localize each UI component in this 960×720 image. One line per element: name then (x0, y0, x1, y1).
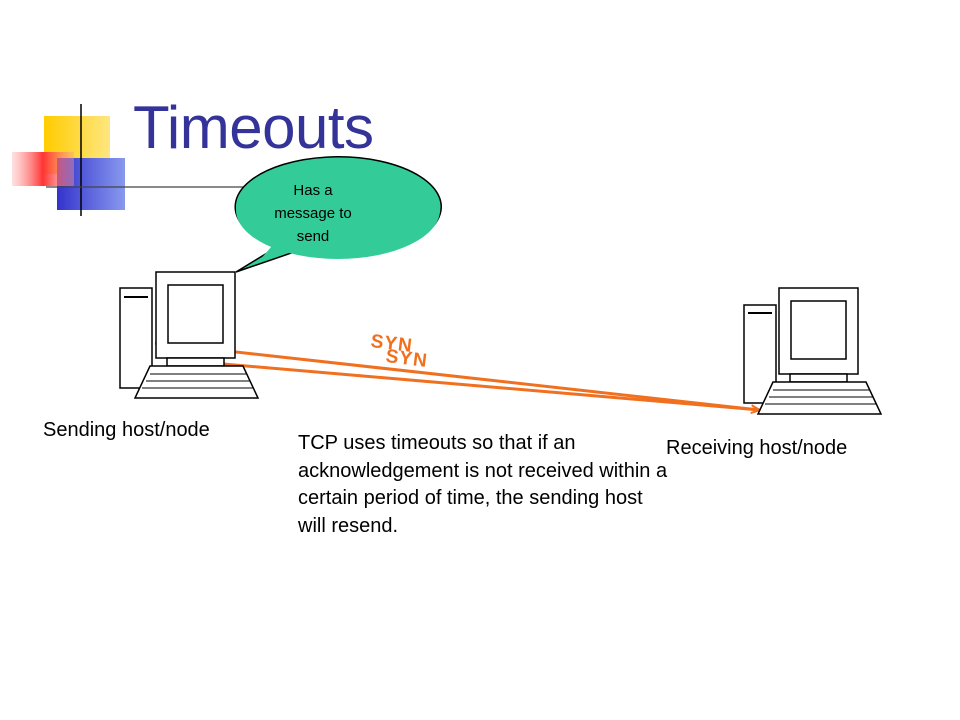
computer-icon-sender (119, 271, 260, 399)
syn-arrow-1 (154, 341, 759, 410)
title-decoration (12, 104, 420, 216)
syn-arrow-2 (222, 362, 761, 412)
syn-arrows (154, 341, 761, 412)
page-title: Timeouts (133, 94, 374, 161)
computer-icon-receiver (743, 287, 883, 415)
speech-bubble (234, 156, 442, 273)
syn-label-2: SYN (384, 346, 429, 372)
receiver-label: Receiving host/node (666, 437, 848, 459)
bubble-text: Has a message to send (274, 182, 352, 245)
explanation-text: TCP uses timeouts so that if an acknowle… (298, 432, 668, 537)
sender-label: Sending host/node (43, 419, 210, 441)
